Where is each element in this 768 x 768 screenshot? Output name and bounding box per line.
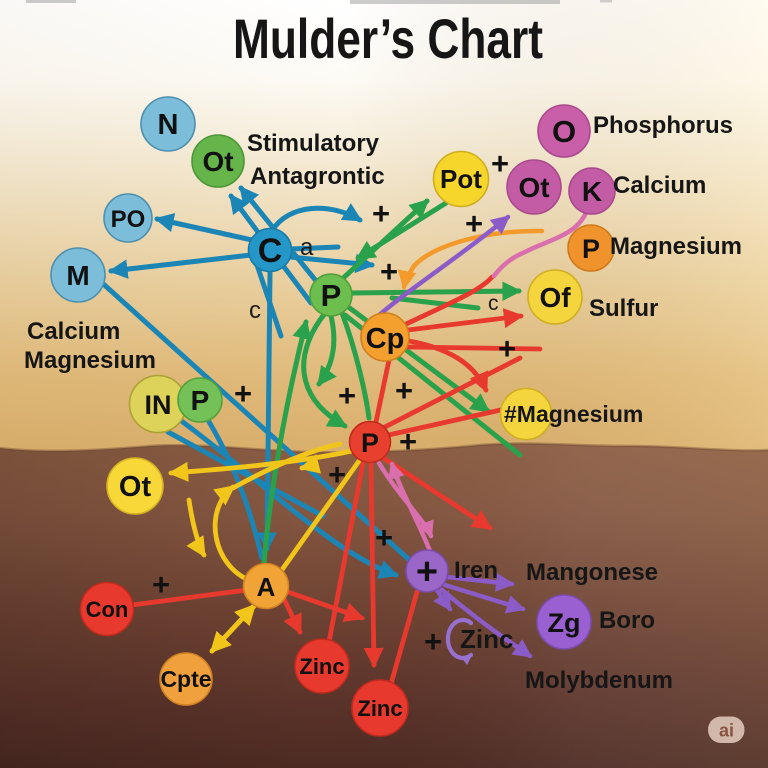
svg-text:Calcium: Calcium (27, 318, 120, 345)
svg-text:A: A (257, 572, 276, 602)
svg-text:+: + (491, 146, 509, 181)
svg-text:+: + (465, 206, 483, 241)
svg-text:+: + (380, 254, 398, 289)
svg-text:Zg: Zg (548, 608, 581, 638)
svg-text:Antagrontic: Antagrontic (250, 163, 385, 190)
svg-text:Phosphorus: Phosphorus (593, 112, 733, 139)
svg-text:Calcium: Calcium (613, 172, 706, 199)
svg-text:IN: IN (145, 390, 172, 420)
svg-text:Magnesium: Magnesium (610, 233, 742, 260)
svg-text:Iren: Iren (454, 557, 498, 584)
svg-text:+: + (338, 378, 356, 413)
svg-text:Sulfur: Sulfur (589, 295, 658, 322)
svg-text:Cp: Cp (366, 323, 405, 355)
svg-text:Con: Con (86, 597, 129, 622)
svg-text:M: M (66, 260, 89, 291)
svg-text:Mulder’s Chart: Mulder’s Chart (233, 7, 543, 70)
svg-text:+: + (152, 567, 170, 602)
svg-text:Zinc: Zinc (299, 654, 344, 679)
svg-text:c: c (488, 292, 499, 315)
svg-text:+: + (395, 373, 413, 408)
svg-text:Ot: Ot (119, 471, 152, 503)
svg-text:Stimulatory: Stimulatory (247, 130, 380, 157)
svg-text:K: K (582, 176, 602, 207)
svg-text:P: P (191, 385, 210, 416)
svg-text:O: O (552, 114, 576, 149)
svg-text:P: P (321, 278, 342, 313)
svg-text:Mangonese: Mangonese (526, 559, 658, 586)
svg-text:+: + (498, 331, 516, 366)
svg-text:a: a (300, 234, 314, 261)
svg-text:Ot: Ot (518, 172, 549, 203)
svg-text:+: + (399, 424, 417, 459)
svg-text:Cpte: Cpte (160, 666, 211, 692)
svg-text:Zinc: Zinc (460, 624, 513, 654)
svg-text:#Magnesium: #Magnesium (504, 401, 643, 427)
svg-text:C: C (258, 232, 283, 270)
svg-text:Zinc: Zinc (357, 696, 402, 721)
svg-text:Ot: Ot (202, 146, 233, 177)
svg-text:Molybdenum: Molybdenum (525, 667, 673, 694)
svg-text:PO: PO (111, 206, 146, 233)
svg-text:+: + (375, 520, 393, 555)
svg-text:+: + (234, 376, 252, 411)
svg-text:c: c (249, 297, 261, 324)
svg-text:+: + (372, 196, 390, 231)
svg-text:Pot: Pot (440, 164, 482, 194)
svg-text:Boro: Boro (599, 607, 655, 634)
svg-text:ai: ai (719, 721, 734, 741)
svg-text:P: P (582, 234, 600, 264)
svg-text:+: + (424, 624, 442, 659)
svg-text:P: P (361, 428, 379, 458)
svg-text:Of: Of (539, 282, 571, 313)
svg-text:+: + (416, 551, 438, 593)
svg-text:N: N (158, 109, 179, 141)
svg-text:+: + (328, 457, 346, 492)
svg-text:Magnesium: Magnesium (24, 347, 156, 374)
